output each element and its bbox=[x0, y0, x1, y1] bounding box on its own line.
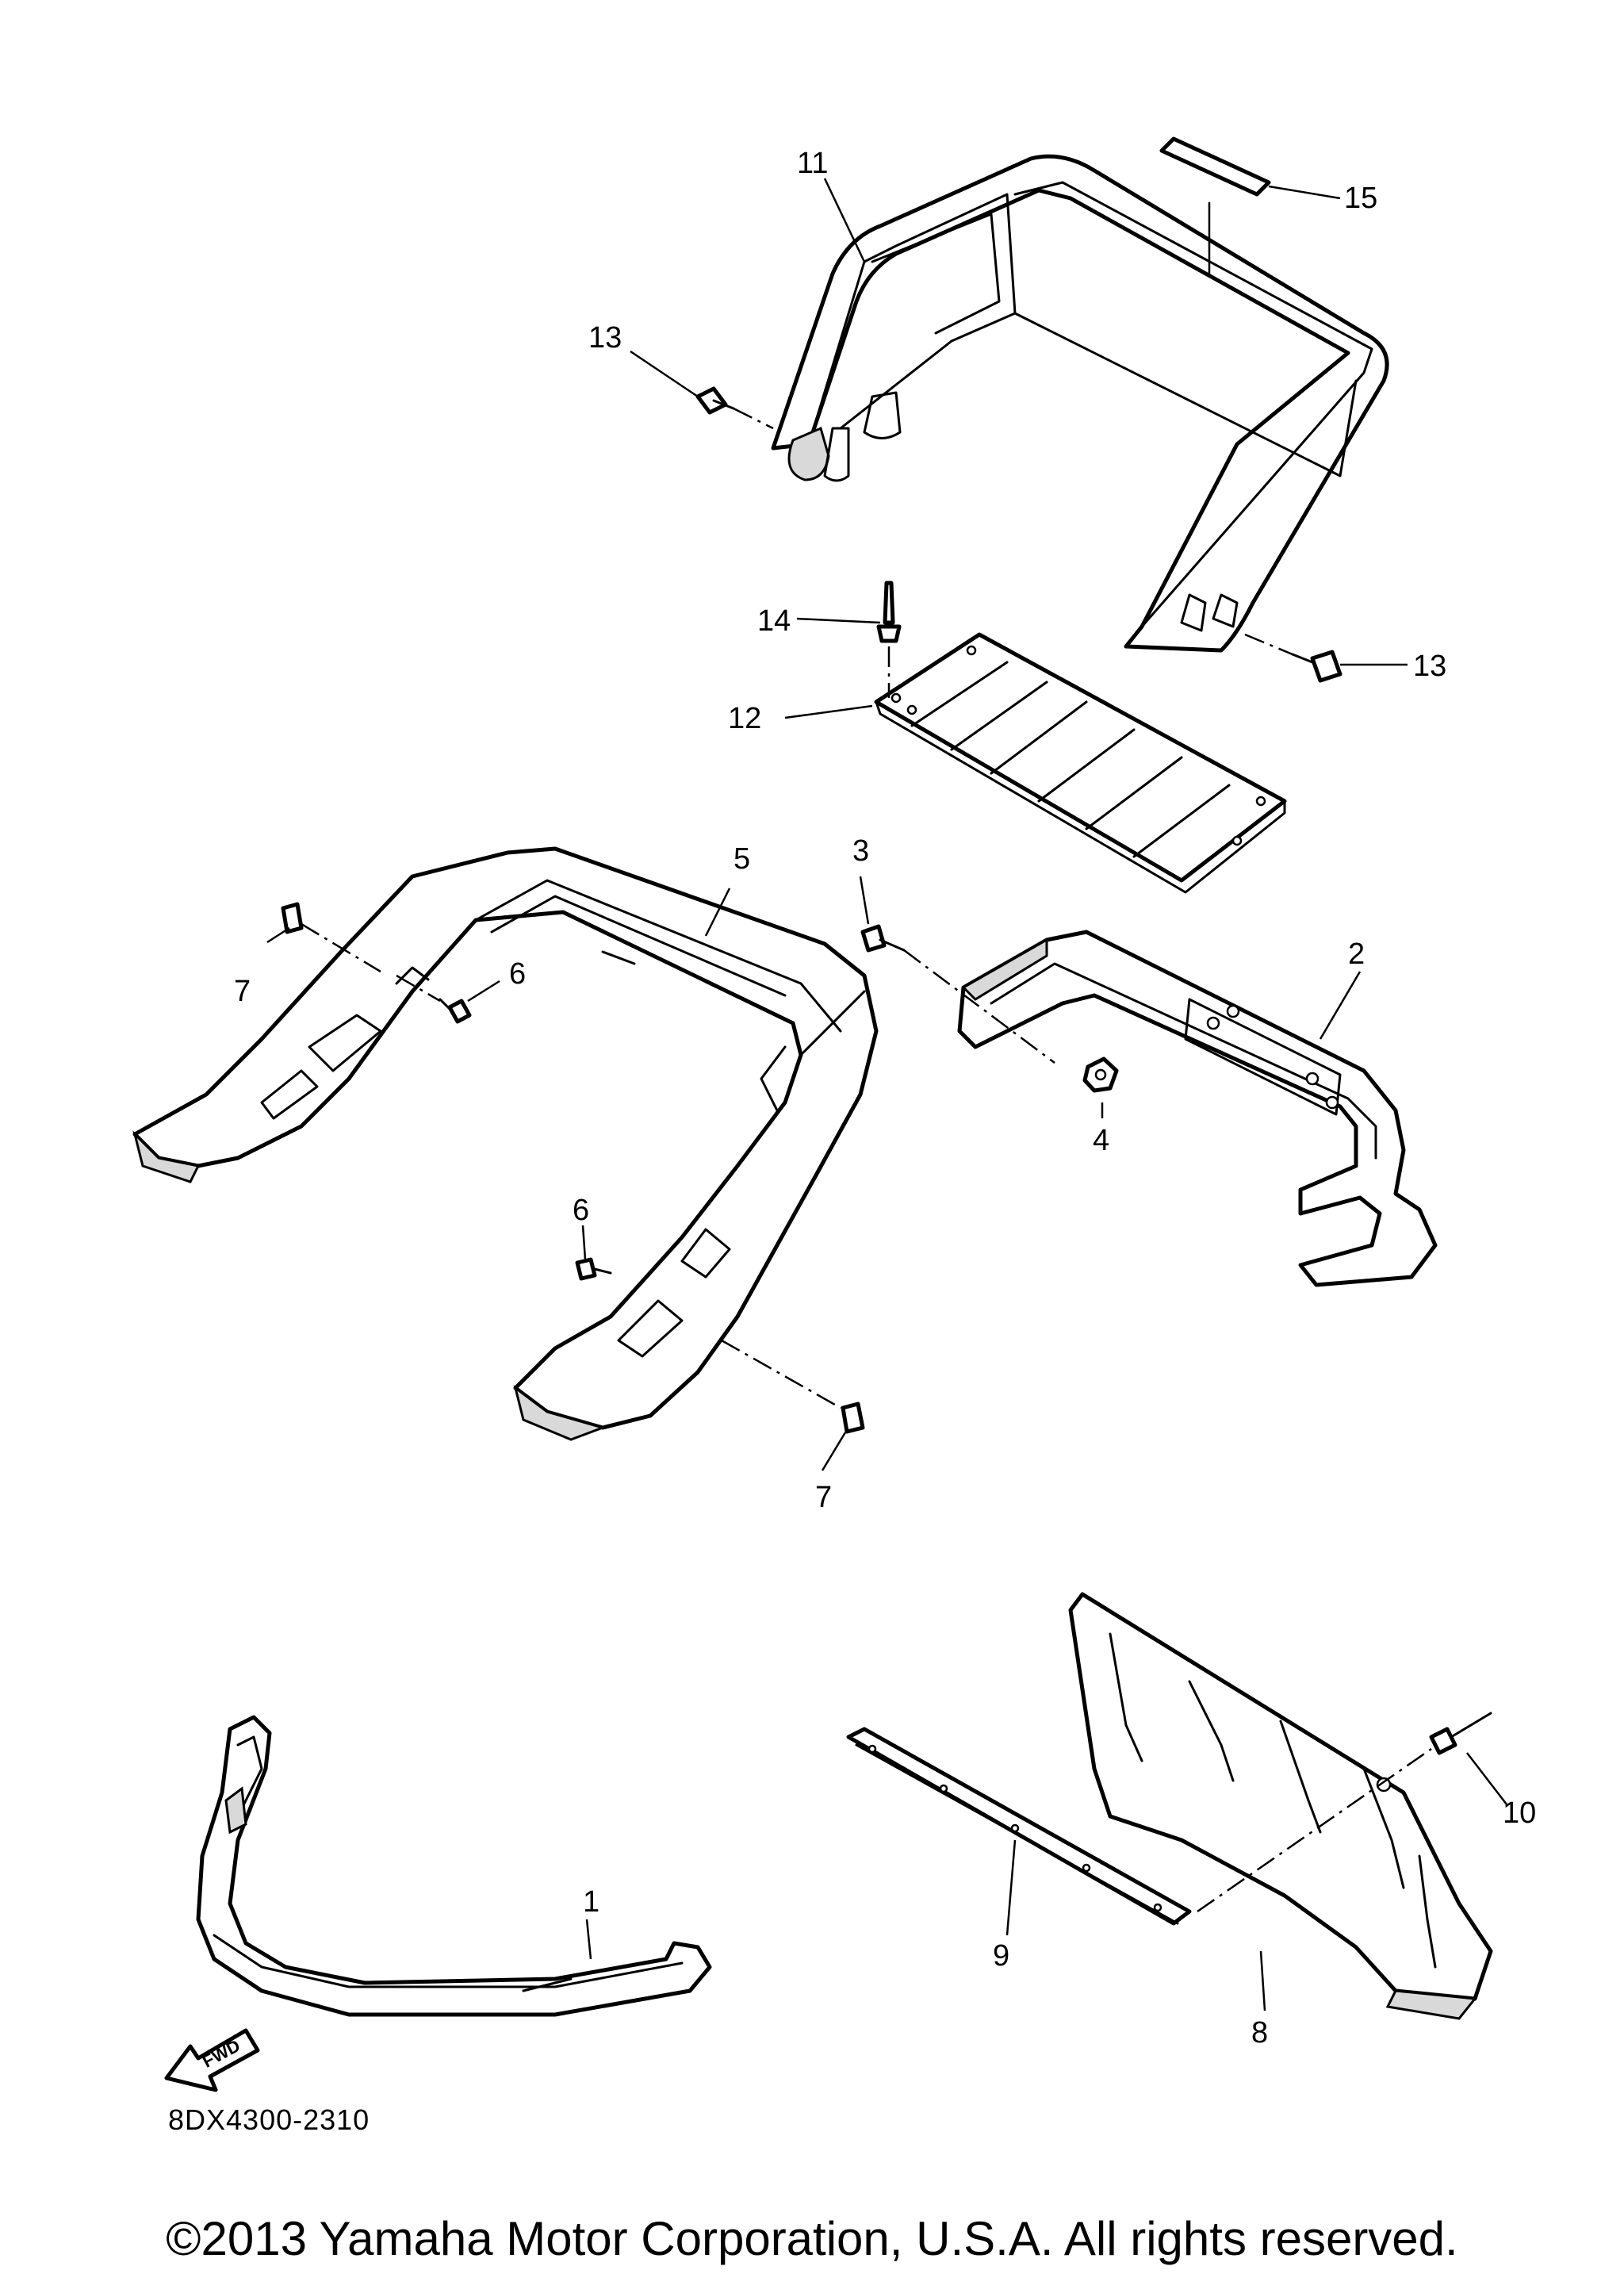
part-7-clip-lower[interactable] bbox=[721, 1339, 865, 1434]
callout-14: 14 bbox=[757, 604, 791, 638]
part-2-side-guard[interactable] bbox=[957, 930, 1438, 1287]
part-8-mud-flap[interactable] bbox=[1068, 1592, 1493, 2020]
callout-4: 4 bbox=[1093, 1124, 1109, 1157]
part-14-rivet[interactable] bbox=[876, 581, 902, 698]
part-7-clip-upper[interactable] bbox=[281, 902, 381, 973]
callout-15: 15 bbox=[1344, 182, 1377, 215]
part-6-bolt-lower[interactable] bbox=[575, 1257, 612, 1281]
callout-2: 2 bbox=[1348, 938, 1365, 971]
part-13-bolt-left[interactable] bbox=[695, 386, 774, 430]
part-12-floor-plate[interactable] bbox=[874, 632, 1287, 894]
fwd-arrow: FWD bbox=[164, 2028, 260, 2092]
part-1-front-bumper[interactable] bbox=[196, 1715, 712, 2017]
callout-7-lower: 7 bbox=[815, 1481, 832, 1514]
part-6-bolt-upper[interactable] bbox=[396, 974, 472, 1024]
callout-12: 12 bbox=[728, 702, 761, 735]
part-4-nut[interactable] bbox=[1082, 1056, 1119, 1093]
diagram-code: 8DX4300-2310 bbox=[168, 2103, 370, 2136]
callout-6-upper: 6 bbox=[509, 957, 526, 991]
callout-13-right: 13 bbox=[1413, 650, 1446, 683]
callout-9: 9 bbox=[993, 1939, 1009, 1973]
part-5-rear-guard[interactable] bbox=[132, 846, 879, 1441]
copyright-notice: ©2013 Yamaha Motor Corporation, U.S.A. A… bbox=[166, 2212, 1458, 2265]
callout-8: 8 bbox=[1251, 2016, 1268, 2050]
part-3-bolt[interactable] bbox=[860, 924, 1055, 1064]
callout-6-lower: 6 bbox=[573, 1194, 589, 1227]
callout-10: 10 bbox=[1503, 1796, 1536, 1830]
part-9-mounting-strip[interactable] bbox=[846, 1727, 1192, 1926]
callout-3: 3 bbox=[852, 834, 869, 868]
callout-1: 1 bbox=[583, 1885, 599, 1919]
callout-11: 11 bbox=[797, 147, 828, 180]
callout-labels: 1 2 3 4 5 6 6 7 7 8 9 10 11 12 13 13 14 … bbox=[234, 147, 1536, 2050]
part-15-label[interactable] bbox=[1159, 136, 1271, 278]
part-11-rear-rack[interactable] bbox=[771, 154, 1389, 653]
callout-7-upper: 7 bbox=[234, 975, 251, 1008]
part-13-bolt-right[interactable] bbox=[1244, 633, 1342, 683]
callout-5: 5 bbox=[733, 842, 750, 876]
part-10-rivet[interactable] bbox=[1197, 1712, 1492, 1913]
leader-lines bbox=[266, 178, 1507, 2011]
callout-13-left: 13 bbox=[588, 321, 622, 355]
